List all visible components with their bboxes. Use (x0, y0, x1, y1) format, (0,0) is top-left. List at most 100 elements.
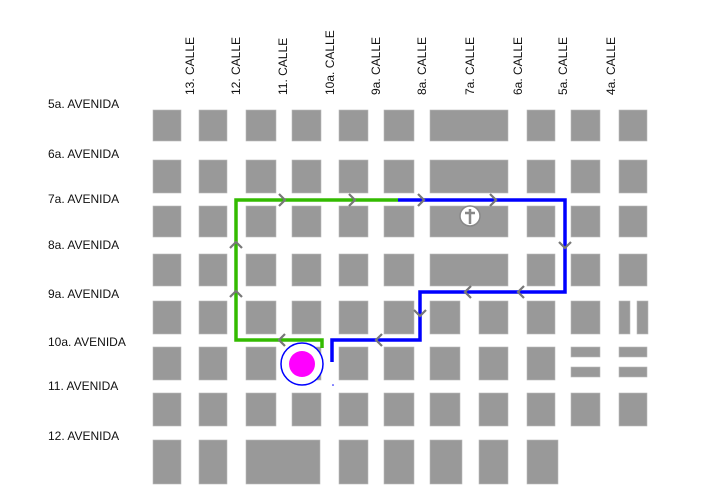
city-block (291, 300, 322, 335)
city-block (526, 300, 556, 335)
street-label-calle: 5a. CALLE (556, 36, 570, 95)
city-block (338, 159, 369, 194)
city-block (383, 109, 415, 142)
city-block (198, 253, 228, 287)
direction-arrow-icon (463, 285, 472, 299)
city-block (245, 300, 277, 335)
direction-arrow-icon (374, 333, 383, 347)
city-block (338, 253, 369, 287)
city-block (570, 253, 601, 287)
city-block (383, 159, 415, 194)
city-block (429, 253, 509, 287)
city-block (245, 159, 277, 194)
city-block (152, 205, 182, 238)
city-block (152, 300, 182, 335)
city-block (383, 439, 415, 485)
direction-arrow-icon (489, 193, 498, 207)
city-block (526, 205, 556, 238)
city-block (245, 109, 277, 142)
street-label-calle: 11. CALLE (276, 37, 290, 95)
city-block (429, 109, 509, 142)
city-block (526, 392, 556, 427)
city-block (245, 439, 321, 485)
city-block (198, 205, 228, 238)
street-label-calle: 13. CALLE (183, 36, 197, 95)
city-block (478, 392, 509, 427)
city-block (570, 159, 601, 194)
city-block (478, 439, 509, 485)
city-block (245, 346, 277, 381)
city-block (618, 205, 648, 238)
city-block (198, 439, 228, 485)
city-block (429, 346, 461, 381)
street-label-avenida: 11. AVENIDA (48, 379, 119, 393)
city-block (570, 205, 601, 238)
city-block (526, 439, 559, 485)
city-block (152, 392, 182, 427)
city-block (291, 109, 322, 142)
city-block (338, 439, 369, 485)
city-block (618, 109, 648, 142)
city-block (526, 253, 556, 287)
street-label-calle: 9a. CALLE (369, 36, 383, 95)
city-block (429, 300, 461, 335)
city-block (152, 109, 182, 142)
city-block (198, 392, 228, 427)
city-block (570, 109, 601, 142)
street-label-calle: 4a. CALLE (604, 36, 618, 95)
city-block (152, 439, 182, 485)
city-block (526, 159, 556, 194)
direction-arrow-icon (278, 193, 287, 207)
city-block (618, 253, 648, 287)
route-green (234, 198, 398, 348)
city-block (570, 392, 601, 427)
city-block (618, 392, 648, 427)
city-block (618, 300, 631, 335)
city-block (198, 300, 228, 335)
city-block (152, 253, 182, 287)
street-label-avenida: 6a. AVENIDA (48, 147, 120, 161)
city-block (618, 159, 648, 194)
city-block (570, 346, 601, 358)
city-block (429, 439, 463, 485)
street-label-calle: 12. CALLE (229, 36, 243, 95)
direction-arrow-icon (516, 285, 525, 299)
direction-arrow-icon (558, 241, 572, 250)
direction-arrow-icon (348, 193, 357, 207)
city-block (570, 300, 601, 335)
street-label-avenida: 10a. AVENIDA (48, 335, 126, 349)
city-block (383, 300, 415, 335)
street-label-calle: 10a. CALLE (323, 30, 337, 95)
city-block (570, 366, 601, 378)
city-block (198, 159, 228, 194)
direction-arrow-icon (229, 289, 243, 298)
direction-arrow-icon (417, 193, 426, 207)
street-label-avenida: 9a. AVENIDA (48, 287, 120, 301)
city-block (338, 300, 369, 335)
city-block (618, 346, 648, 358)
direction-arrow-icon (229, 240, 243, 249)
direction-arrow-icon (277, 333, 286, 347)
street-label-avenida: 12. AVENIDA (48, 429, 120, 443)
route-blue (330, 198, 567, 362)
city-block (429, 392, 461, 427)
city-block (198, 109, 228, 142)
city-block (291, 205, 322, 238)
street-label-calle: 6a. CALLE (511, 36, 525, 95)
city-block (291, 392, 322, 427)
city-block (245, 253, 277, 287)
city-block (338, 109, 369, 142)
city-block (245, 392, 277, 427)
city-block (478, 346, 509, 381)
city-block (338, 205, 369, 238)
city-block (383, 205, 415, 238)
city-block (429, 159, 509, 194)
street-label-avenida: 7a. AVENIDA (48, 192, 120, 206)
city-block (478, 300, 509, 335)
city-block (152, 159, 182, 194)
city-block (338, 346, 369, 381)
street-label-avenida: 5a. AVENIDA (48, 97, 120, 111)
city-block (383, 392, 415, 427)
city-block (245, 205, 277, 238)
